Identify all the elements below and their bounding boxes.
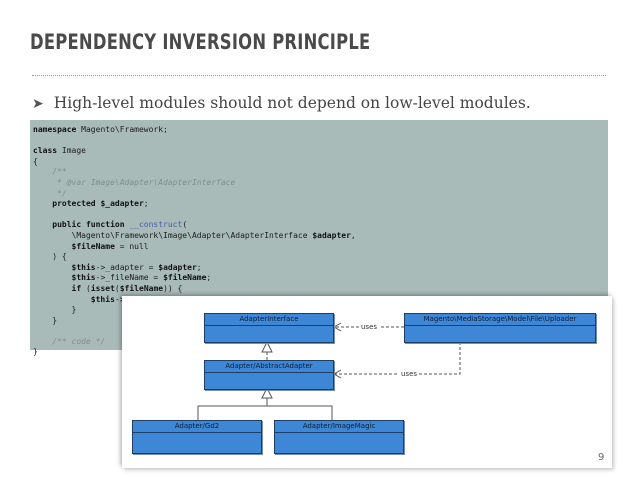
page-number: 9 [598, 452, 605, 463]
uml-class-uploader: Magento\MediaStorage\Model\File\Uploader [404, 313, 596, 343]
uses-connector [334, 342, 461, 375]
uml-class-gd2: Adapter/Gd2 [132, 420, 262, 454]
code-listing: namespace Magento\Framework; class Image… [33, 125, 356, 358]
bullet-text: High-level modules should not depend on … [53, 94, 531, 112]
slide-title: DEPENDENCY INVERSION PRINCIPLE [30, 30, 371, 54]
code-line: \Magento\Framework\Image\Adapter\Adapter… [33, 230, 356, 240]
code-line: $this->_fileName = $fileName; [33, 273, 212, 283]
uml-class-diagram: uses uses AdapterInterface Magento\Media… [122, 296, 612, 468]
code-comment: * @var Image\Adapter\AdapterInterface [33, 177, 236, 187]
code-comment: */ [33, 188, 67, 198]
code-line: class Image [33, 146, 86, 156]
title-divider [32, 75, 606, 76]
code-line: if (isset($fileName)) { [33, 283, 183, 293]
uml-class-name: Adapter/AbstractAdapter [205, 361, 333, 373]
code-comment: /** [33, 167, 67, 177]
code-line: protected $_adapter; [33, 199, 149, 209]
uses-label: uses [399, 370, 420, 378]
arrow-bullet-icon: ➤ [32, 96, 44, 112]
uml-class-image-magic: Adapter/ImageMagic [274, 420, 404, 454]
code-line: } [33, 305, 77, 315]
code-comment: /** code */ [33, 336, 106, 346]
uses-arrowhead-icon [332, 369, 342, 379]
inheritance-arrowhead-icon [261, 340, 273, 353]
uses-arrowhead-icon [332, 322, 342, 332]
uml-class-name: Adapter/ImageMagic [275, 421, 403, 433]
uml-connectors [197, 322, 461, 420]
uses-label: uses [359, 323, 380, 331]
code-line: } [33, 347, 38, 357]
code-line: { [33, 156, 38, 166]
uml-class-name: Adapter/Gd2 [133, 421, 261, 433]
uml-class-name: AdapterInterface [205, 314, 333, 326]
uml-class-abstract-adapter: Adapter/AbstractAdapter [204, 360, 334, 390]
code-line: $fileName = null [33, 241, 149, 251]
code-line: ) { [33, 252, 67, 262]
bullet-item: ➤ High-level modules should not depend on… [32, 94, 531, 112]
uml-class-name: Magento\MediaStorage\Model\File\Uploader [405, 314, 595, 326]
code-line: $this->_adapter = $adapter; [33, 262, 202, 272]
code-line: public function __construct( [33, 220, 188, 230]
inheritance-arrowhead-icon [261, 386, 273, 399]
code-line: namespace Magento\Framework; [33, 125, 168, 134]
code-line: } [33, 315, 58, 325]
inheritance-connector [197, 405, 333, 420]
uml-class-adapter-interface: AdapterInterface [204, 313, 334, 343]
